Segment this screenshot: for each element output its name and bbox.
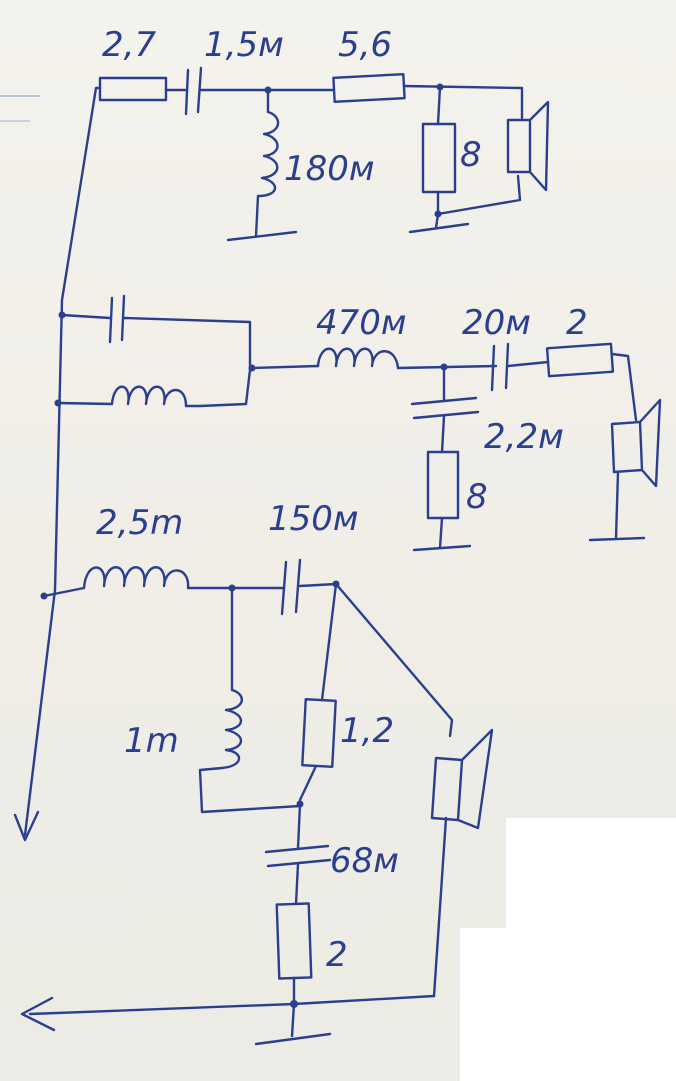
ground-symbol: [254, 1032, 332, 1046]
wire: [334, 582, 454, 738]
label-r-1-2: 1,2: [340, 711, 394, 751]
wire: [610, 352, 638, 422]
ground-symbol: [412, 544, 472, 552]
output-arrow-icon: [20, 996, 56, 1032]
wire: [614, 470, 620, 540]
label-l-180m: 180м: [284, 149, 375, 189]
wire: [506, 360, 550, 368]
wire: [296, 802, 302, 850]
ground-symbol: [226, 230, 298, 242]
label-c-20m: 20м: [462, 303, 531, 343]
wire: [432, 816, 448, 998]
capacitor-mid-parallel: [108, 294, 126, 344]
capacitor-2-2m: [410, 396, 480, 420]
label-l-2-5m: 2,5m: [96, 503, 183, 543]
label-c-1-5m: 1,5м: [204, 25, 284, 65]
paper-edge-line: [0, 95, 40, 97]
resistor-2-zobel: [275, 902, 313, 980]
paper-edge-line: [0, 120, 30, 122]
inductor-1m: [198, 688, 302, 814]
wire: [298, 582, 338, 588]
wire: [434, 174, 522, 230]
label-r-8-mid: 8: [466, 477, 488, 517]
blank-area: [506, 818, 676, 1081]
mid-speaker-icon: [610, 398, 662, 488]
resistor-1-2: [301, 698, 337, 768]
wire: [320, 582, 338, 702]
capacitor-68m: [264, 844, 332, 868]
resistor-2-7: [98, 76, 168, 102]
wire: [290, 1002, 296, 1038]
resistor-5-6: [332, 72, 406, 104]
label-l-1m: 1m: [124, 721, 179, 761]
label-c-2-2m: 2,2м: [484, 417, 564, 457]
label-r-5-6: 5,6: [338, 25, 392, 65]
label-r-2-mid: 2: [566, 303, 588, 343]
capacitor-150m: [280, 558, 302, 616]
ground-symbol: [408, 222, 470, 234]
label-r-8-tweeter: 8: [460, 135, 482, 175]
inductor-470m: [316, 347, 498, 370]
inductor-2-5m: [42, 566, 286, 598]
inductor-180m: [254, 88, 280, 238]
tweeter-speaker-icon: [506, 100, 550, 192]
inductor-mid-parallel: [56, 385, 202, 408]
label-r-2-7: 2,7: [102, 25, 156, 65]
wire: [402, 84, 524, 120]
input-arrow-icon: [13, 810, 40, 842]
resistor-2-mid: [545, 342, 615, 378]
blank-area: [460, 928, 520, 1081]
return-bus-wire: [28, 994, 436, 1016]
label-l-470m: 470м: [316, 303, 407, 343]
label-r-2-zobel: 2: [326, 935, 348, 975]
wire: [436, 85, 442, 126]
main-bus-wire: [23, 86, 102, 837]
ground-symbol: [588, 536, 646, 542]
woofer-speaker-icon: [430, 728, 494, 830]
wire: [438, 516, 444, 550]
resistor-8-mid: [426, 450, 460, 520]
wire: [122, 316, 252, 408]
resistor-8-load: [421, 122, 457, 194]
wire: [250, 364, 320, 370]
wire: [294, 862, 300, 906]
wire: [440, 414, 446, 454]
capacitor-1-5m: [184, 66, 203, 116]
wire: [298, 764, 318, 802]
label-c-68m: 68м: [330, 841, 399, 881]
wire: [60, 313, 112, 320]
label-c-150m: 150м: [268, 499, 359, 539]
